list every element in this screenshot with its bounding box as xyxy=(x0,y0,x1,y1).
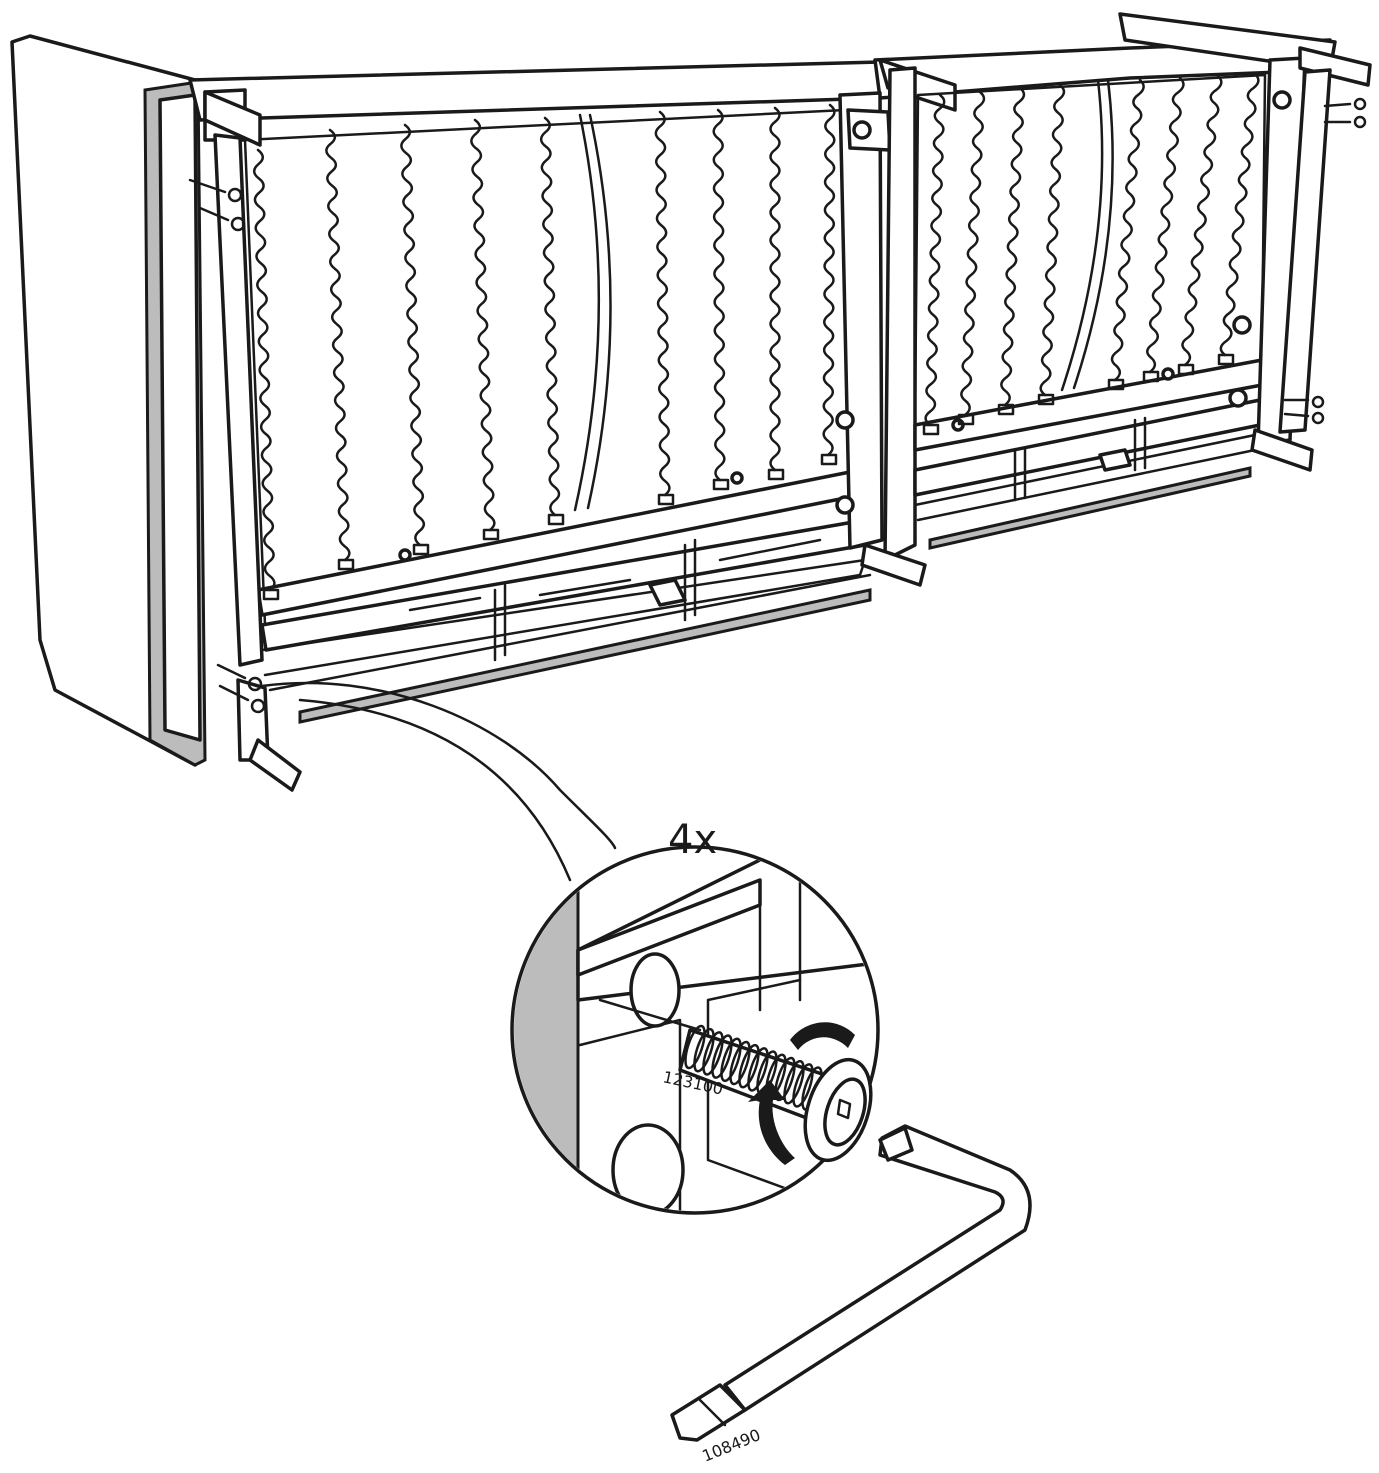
spring-clip xyxy=(767,468,785,481)
bolt-thread xyxy=(738,1043,760,1089)
sinuous-spring xyxy=(325,128,351,562)
detail-magnifier xyxy=(510,845,880,1215)
allen-key-icon xyxy=(670,1124,1032,1442)
support-strap xyxy=(573,78,1114,512)
sinuous-spring xyxy=(960,90,986,417)
sinuous-spring xyxy=(1000,86,1026,407)
spring-clip xyxy=(547,513,565,526)
sinuous-spring xyxy=(712,108,726,482)
sinuous-spring xyxy=(1219,72,1260,357)
sinuous-spring xyxy=(1110,78,1145,382)
bolt-icon xyxy=(678,1024,873,1163)
bolt-thread xyxy=(747,1047,769,1092)
quantity-label: 4x xyxy=(668,817,717,863)
spring-clip xyxy=(1142,370,1160,383)
spring-clip xyxy=(262,588,280,601)
sofa-frame-icon xyxy=(10,12,1372,792)
sinuous-spring xyxy=(1146,76,1185,374)
bolt-thread xyxy=(711,1034,733,1079)
sinuous-spring xyxy=(654,110,671,497)
bolt-thread xyxy=(792,1063,814,1108)
bolt-thread xyxy=(720,1037,742,1083)
spring-clip xyxy=(1217,353,1235,366)
bolt-thread xyxy=(702,1031,724,1076)
sinuous-spring xyxy=(1181,74,1223,367)
sinuous-spring xyxy=(1039,83,1066,397)
spring-clip xyxy=(997,403,1015,416)
bolt-thread xyxy=(684,1024,706,1070)
sinuous-spring xyxy=(822,103,836,457)
spring-clip xyxy=(1037,393,1055,406)
spring-clip xyxy=(482,528,500,541)
rotation-arrow-icon xyxy=(748,1022,855,1165)
spring-clip xyxy=(337,558,355,571)
sinuous-spring xyxy=(769,106,781,472)
spring-clip xyxy=(957,413,975,426)
sinuous-spring xyxy=(400,123,426,547)
sinuous-spring xyxy=(924,93,946,427)
spring-clip xyxy=(922,423,940,436)
spring-clip xyxy=(657,493,675,506)
sinuous-spring xyxy=(539,116,561,517)
bolt-thread xyxy=(783,1059,805,1105)
spring-icon xyxy=(252,72,1260,601)
spring-clip xyxy=(1177,363,1195,376)
spring-clip xyxy=(712,478,730,491)
callout-connector xyxy=(260,681,617,882)
spring-clip xyxy=(820,453,838,466)
spring-clip xyxy=(412,543,430,556)
sinuous-spring xyxy=(252,148,276,592)
sinuous-spring xyxy=(470,118,496,532)
bolt-thread xyxy=(693,1027,715,1073)
bolt-thread xyxy=(729,1040,751,1086)
spring-clip xyxy=(1107,378,1125,391)
